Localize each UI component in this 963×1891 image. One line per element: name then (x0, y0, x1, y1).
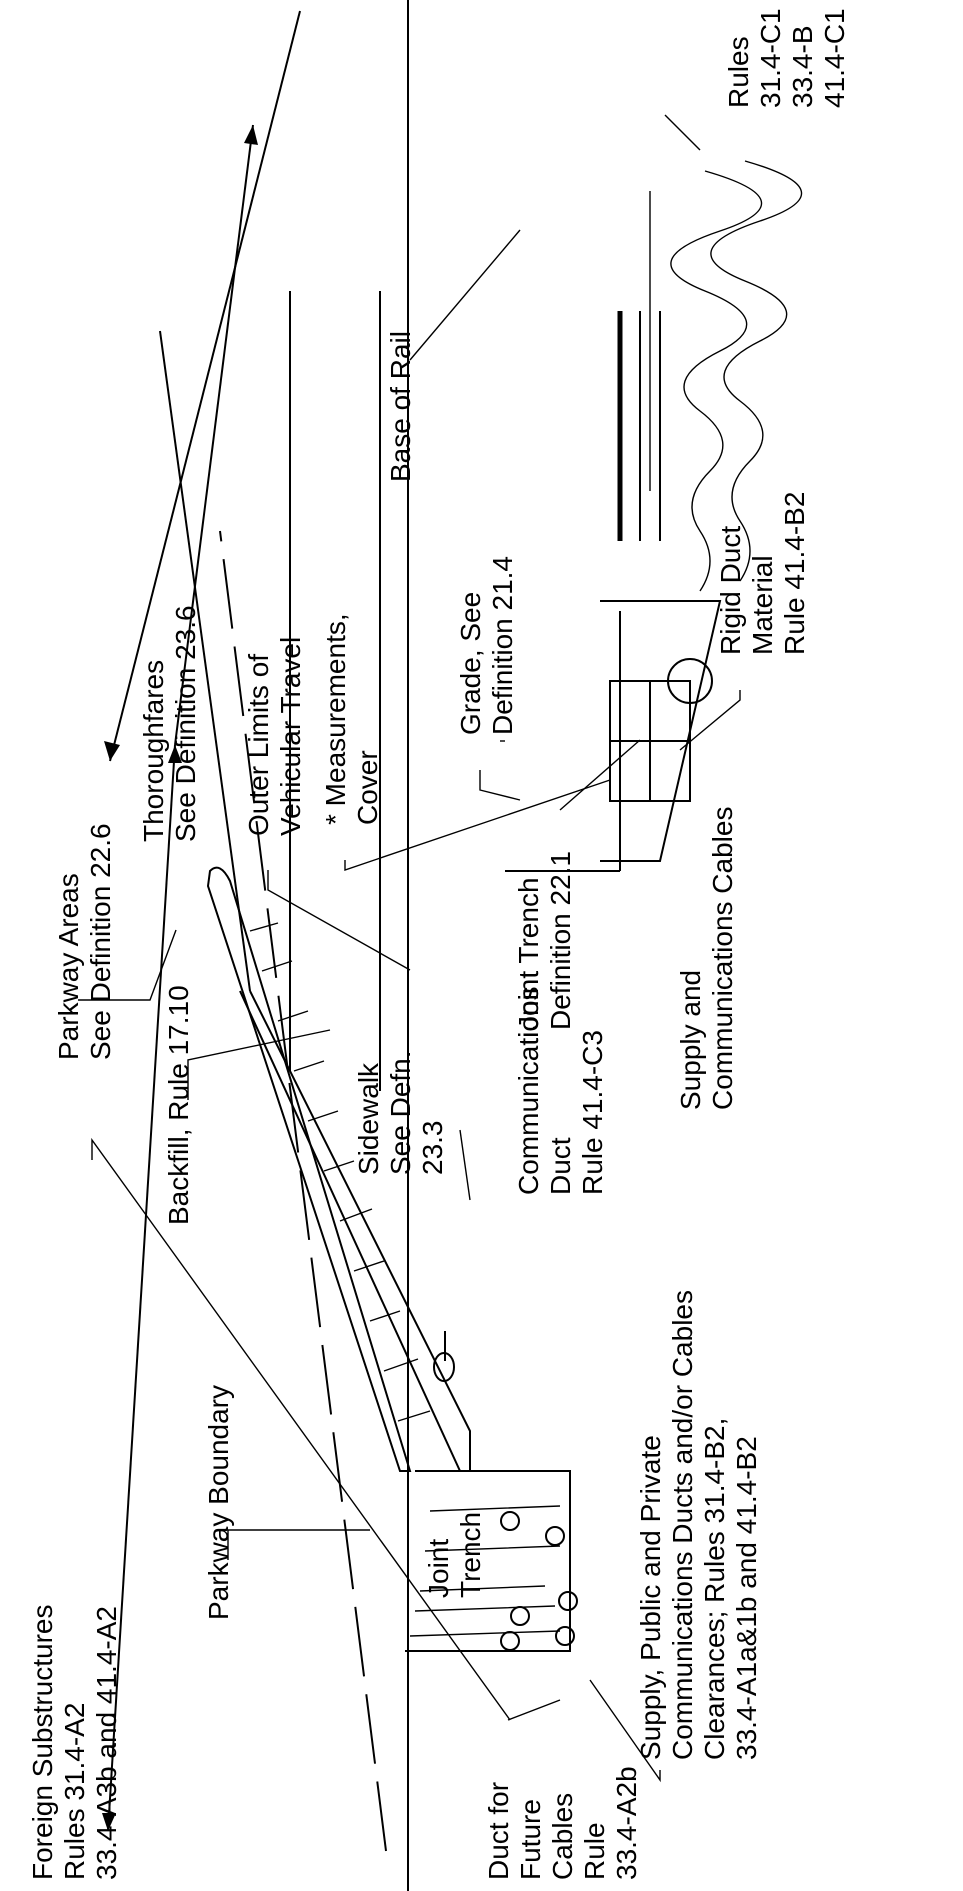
foreign-substructures-line-2: Rules 31.4-A2 (59, 1703, 90, 1880)
duct-future-line-2: Future (515, 1799, 546, 1880)
outer-limits-line-1: Outer Limits of (243, 654, 274, 836)
supply-public-private-line-1: Supply, Public and Private (635, 1435, 666, 1760)
leader-lines (78, 114, 741, 1783)
svg-text:Foreign SubstructuresRules 31.: Foreign SubstructuresRules 31.4-A233.4-A… (27, 1605, 122, 1880)
sidewalk-line-3: 23.3 (417, 1121, 448, 1176)
rules-rail-line-2: 31.4-C1 (755, 8, 786, 108)
supply-comm-cables-line-2: Communications Cables (707, 807, 738, 1110)
duct-future-line-1: Duct for (483, 1782, 514, 1880)
duct-future-line-4: Rule (579, 1822, 610, 1880)
label-rigid-duct: Rigid DuctMaterialRule 41.4-B2 (715, 492, 810, 655)
svg-text:Outer Limits ofVehicular Trave: Outer Limits ofVehicular Travel (243, 637, 306, 836)
svg-text:Parkway AreasSee Definition 22: Parkway AreasSee Definition 22.6 (53, 823, 116, 1060)
svg-text:Joint TrenchDefinition 22.1: Joint TrenchDefinition 22.1 (513, 851, 576, 1030)
svg-text:CommunicationsDuctRule 41.4-C3: CommunicationsDuctRule 41.4-C3 (513, 986, 608, 1195)
label-supply-comm-cables: Supply andCommunications Cables (675, 807, 738, 1110)
thoroughfares-line-2: See Definition 23.6 (170, 605, 201, 842)
label-comm-duct: CommunicationsDuctRule 41.4-C3 (513, 986, 608, 1195)
joint-trench-right (600, 600, 722, 862)
measurements-cover-line-1: * Measurements, (320, 613, 351, 825)
rules-rail-line-4: 41.4-C1 (819, 8, 850, 108)
supply-public-private-line-4: 33.4-A1a&1b and 41.4-B2 (731, 1436, 762, 1760)
svg-text:ThoroughfaresSee Definition 23: ThoroughfaresSee Definition 23.6 (138, 605, 201, 842)
label-backfill: Backfill, Rule 17.10 (163, 985, 194, 1225)
label-supply-public-private: Supply, Public and PrivateCommunications… (635, 1290, 762, 1760)
sidewalk-line-1: Sidewalk (353, 1062, 384, 1175)
label-rules-rail: Rules31.4-C133.4-B41.4-C1 (723, 8, 850, 108)
svg-text:Backfill, Rule 17.10: Backfill, Rule 17.10 (163, 985, 194, 1225)
label-parkway-boundary: Parkway Boundary (203, 1385, 234, 1620)
joint-trench-def-line-1: Joint Trench (513, 877, 544, 1030)
rules-rail-line-3: 33.4-B (787, 26, 818, 109)
label-sidewalk: SidewalkSee Defn.23.3 (353, 1050, 448, 1175)
parkway-boundary-line-1: Parkway Boundary (203, 1385, 234, 1620)
svg-text:JointTrench: JointTrench (423, 1512, 486, 1598)
svg-text:Supply, Public and PrivateComm: Supply, Public and PrivateCommunications… (635, 1290, 762, 1760)
rigid-duct-line-1: Rigid Duct (715, 526, 746, 655)
svg-text:Rigid DuctMaterialRule 41.4-B2: Rigid DuctMaterialRule 41.4-B2 (715, 492, 810, 655)
comm-duct-line-1: Communications (513, 986, 544, 1195)
supply-comm-cables-line-1: Supply and (675, 970, 706, 1110)
duct-future-line-3: Cables (547, 1793, 578, 1880)
label-duct-future: Duct forFutureCablesRule33.4-A2b (483, 1766, 642, 1880)
supply-public-private-line-2: Communications Ducts and/or Cables (667, 1290, 698, 1760)
joint-trench-def-line-2: Definition 22.1 (545, 851, 576, 1030)
parkway-boundary-dashed (219, 530, 387, 1852)
backfill-line-1: Backfill, Rule 17.10 (163, 985, 194, 1225)
joint-trench-line-1: Joint (423, 1539, 454, 1598)
communications-duct (433, 1331, 455, 1382)
svg-text:SidewalkSee Defn.23.3: SidewalkSee Defn.23.3 (353, 1050, 448, 1175)
svg-text:Parkway Boundary: Parkway Boundary (203, 1385, 234, 1620)
svg-text:* Measurements,Cover: * Measurements,Cover (320, 613, 383, 825)
grade-line-1: Grade, See (455, 592, 486, 735)
grade-line-2: Definition 21.4 (487, 556, 518, 735)
rules-rail-line-1: Rules (723, 36, 754, 108)
rigid-duct-line-3: Rule 41.4-B2 (779, 492, 810, 655)
joint-trench-line-2: Trench (455, 1512, 486, 1598)
thoroughfare-arrow (102, 124, 505, 1832)
label-parkway-areas: Parkway AreasSee Definition 22.6 (53, 823, 116, 1060)
label-joint-trench: JointTrench (423, 1512, 486, 1598)
backfill-band (206, 866, 431, 1472)
label-base-of-rail: Base of Rail (385, 331, 416, 482)
parkway-areas-line-2: See Definition 22.6 (85, 823, 116, 1060)
sidewalk-line-2: See Defn. (385, 1050, 416, 1175)
foreign-substructures-line-1: Foreign Substructures (27, 1605, 58, 1880)
label-joint-trench-def: Joint TrenchDefinition 22.1 (513, 851, 576, 1030)
thoroughfares-line-1: Thoroughfares (138, 660, 169, 842)
outer-limits-line-2: Vehicular Travel (275, 637, 306, 836)
label-grade: Grade, SeeDefinition 21.4 (455, 556, 518, 735)
label-measurements-cover: * Measurements,Cover (320, 613, 383, 825)
comm-duct-line-3: Rule 41.4-C3 (577, 1030, 608, 1195)
comm-duct-line-2: Duct (545, 1137, 576, 1195)
rigid-duct-line-2: Material (747, 555, 778, 655)
drawing (102, 0, 803, 1891)
parkway-areas-line-1: Parkway Areas (53, 873, 84, 1060)
foreign-substructures-arrow (104, 10, 301, 762)
svg-text:Duct forFutureCablesRule33.4-A: Duct forFutureCablesRule33.4-A2b (483, 1766, 642, 1880)
base-of-rail-line-1: Base of Rail (385, 331, 416, 482)
supply-public-private-line-3: Clearances; Rules 31.4-B2, (699, 1418, 730, 1760)
label-outer-limits: Outer Limits ofVehicular Travel (243, 637, 306, 836)
measurements-cover-line-2: Cover (352, 750, 383, 825)
svg-text:Rules31.4-C133.4-B41.4-C1: Rules31.4-C133.4-B41.4-C1 (723, 8, 850, 108)
svg-text:Grade, SeeDefinition 21.4: Grade, SeeDefinition 21.4 (455, 556, 518, 735)
svg-text:Supply andCommunications Cable: Supply andCommunications Cables (675, 807, 738, 1110)
foreign-substructures-line-3: 33.4-A3b and 41.4-A2 (91, 1606, 122, 1880)
sidewalk (239, 990, 471, 1472)
joint-trench-left (405, 1470, 578, 1652)
label-thoroughfares: ThoroughfaresSee Definition 23.6 (138, 605, 201, 842)
rail-ballast (617, 160, 803, 592)
duct-future-line-5: 33.4-A2b (611, 1766, 642, 1880)
svg-text:Base of Rail: Base of Rail (385, 331, 416, 482)
label-foreign-substructures: Foreign SubstructuresRules 31.4-A233.4-A… (27, 1605, 122, 1880)
